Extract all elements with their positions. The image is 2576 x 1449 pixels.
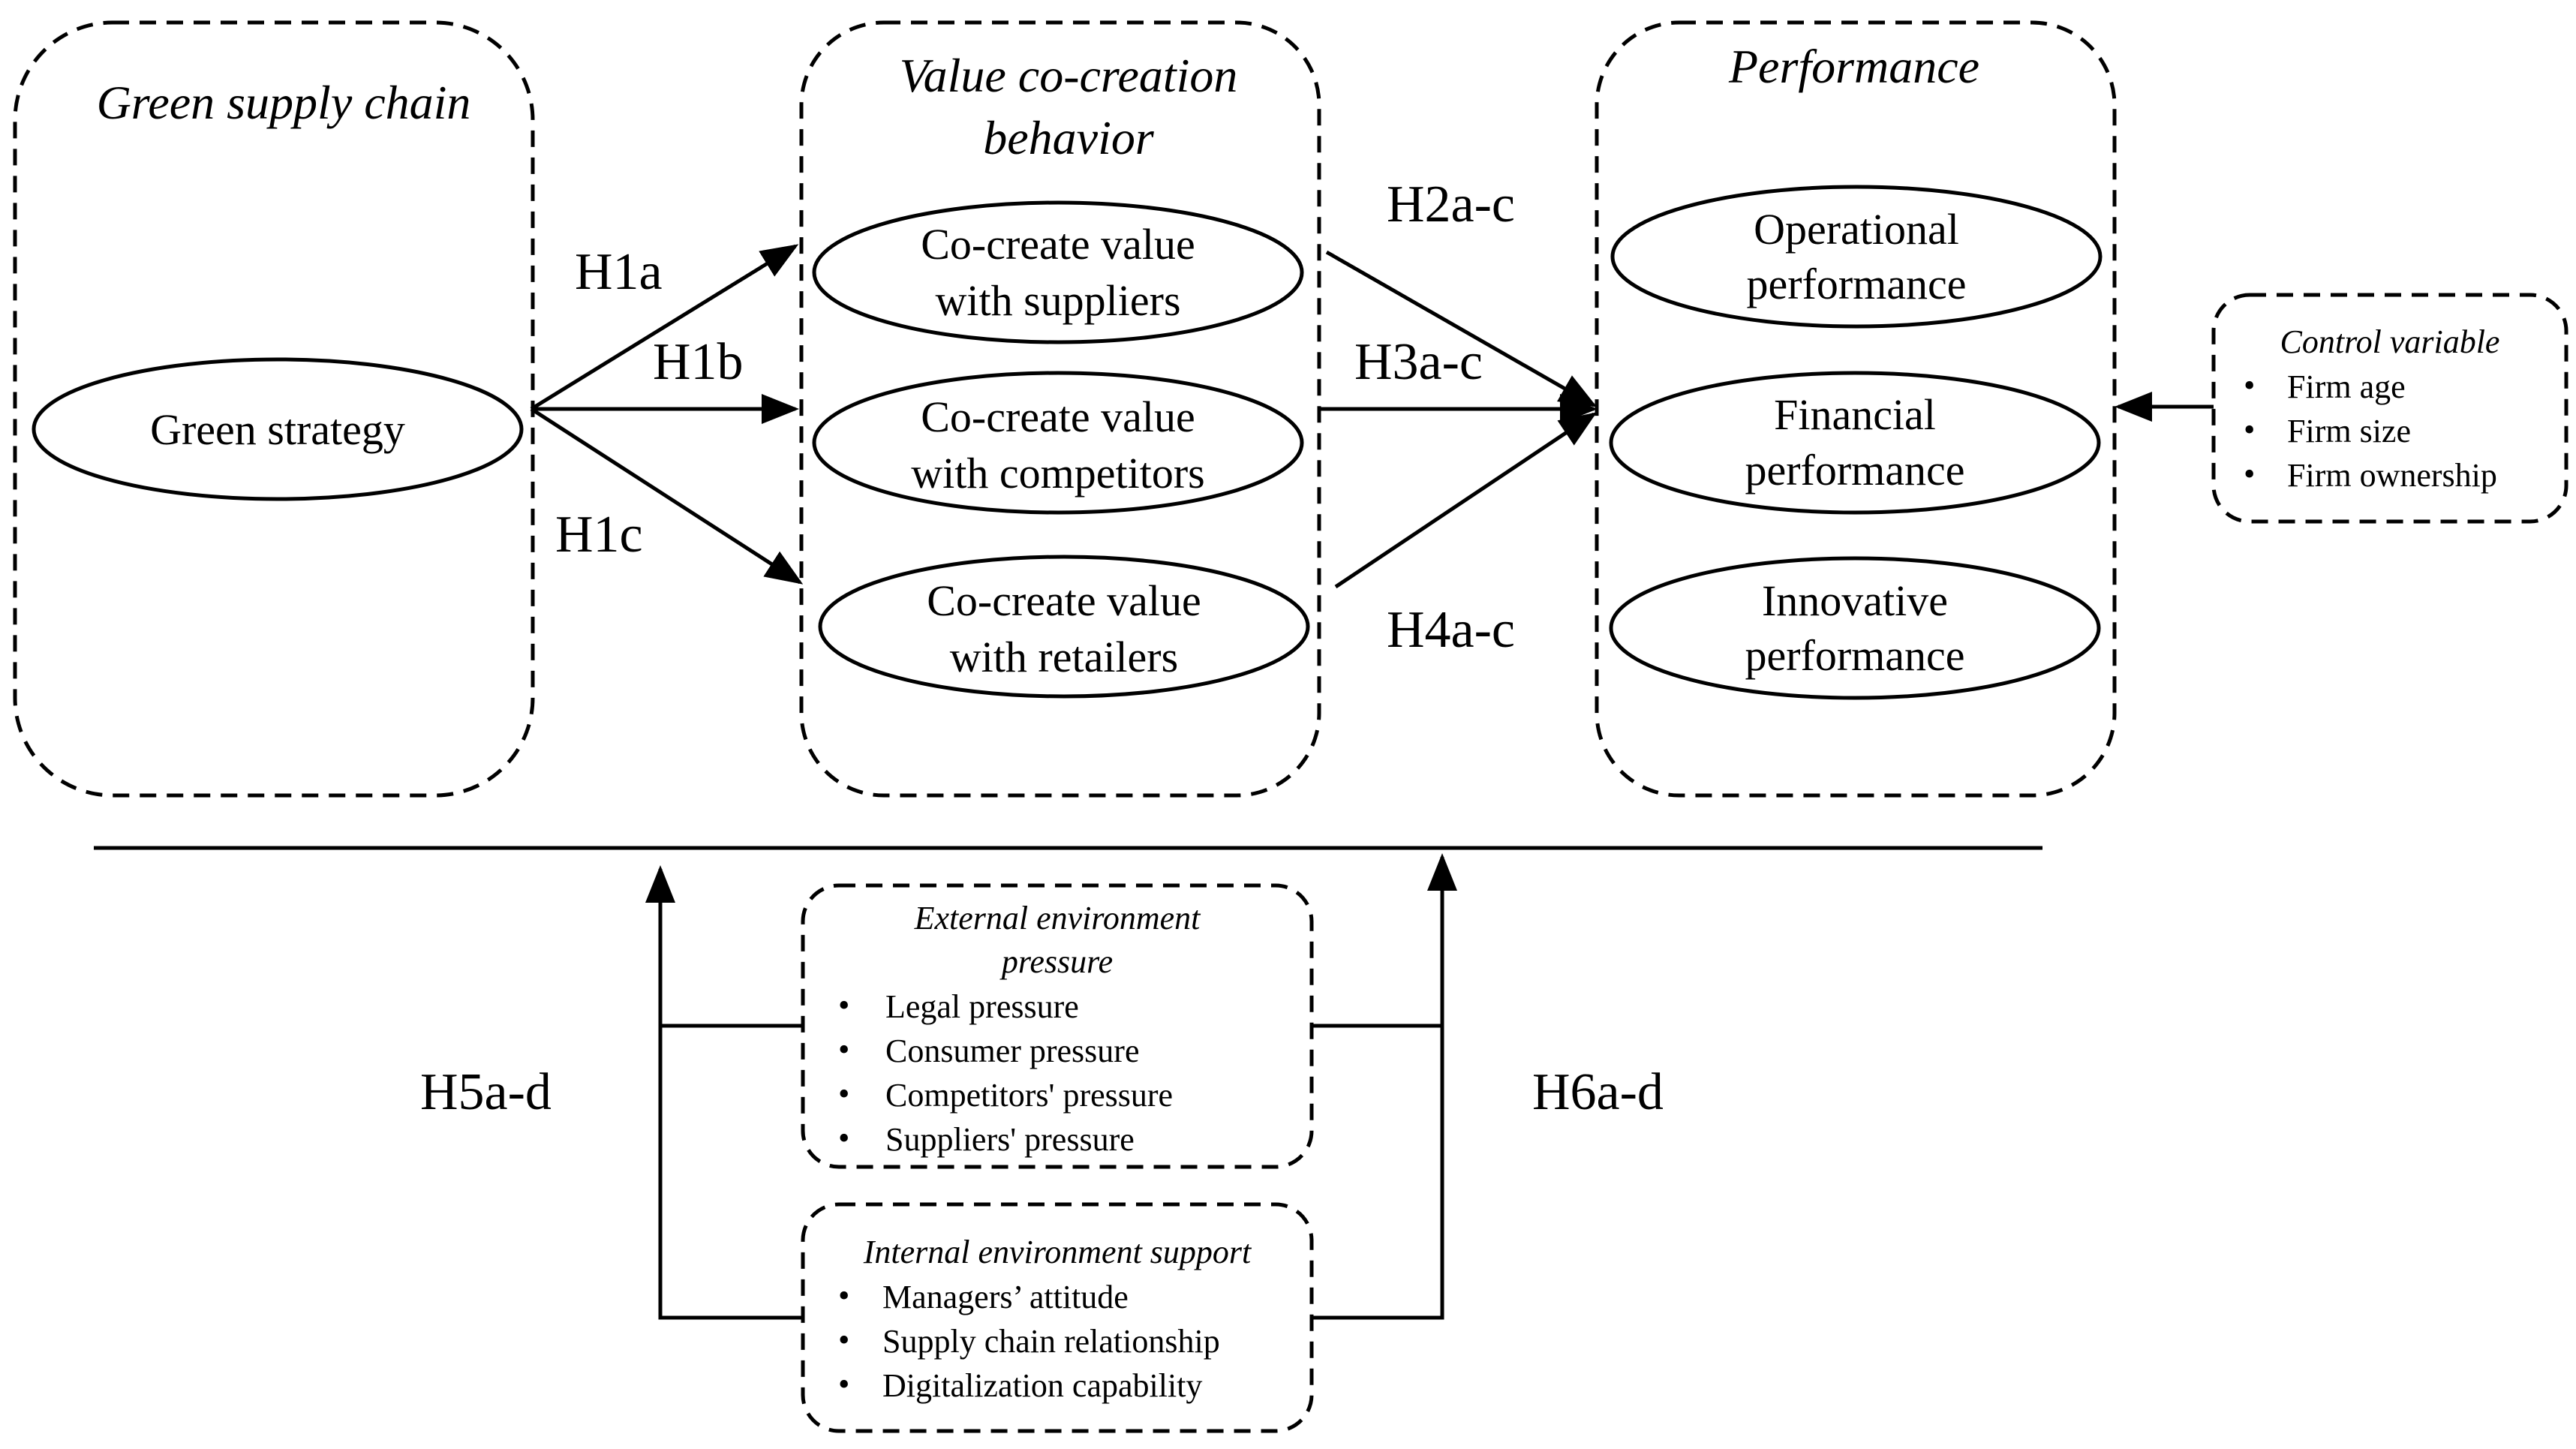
h1a-label: H1a bbox=[575, 243, 663, 301]
control-bullet-2: • bbox=[2244, 411, 2255, 448]
external-title-line1: External environment bbox=[914, 900, 1202, 936]
control-variable-title: Control variable bbox=[2280, 323, 2500, 360]
retailers-label-line1: Co-create value bbox=[927, 576, 1201, 625]
retailers-node bbox=[818, 555, 1310, 699]
h4-label: H4a-c bbox=[1387, 601, 1515, 659]
external-bullet-4: • bbox=[838, 1120, 849, 1156]
value-cocreation-title-line2: behavior bbox=[983, 111, 1155, 164]
h1c-label: H1c bbox=[555, 506, 643, 564]
financial-label-line1: Financial bbox=[1774, 390, 1936, 439]
suppliers-label-line1: Co-create value bbox=[921, 220, 1195, 269]
internal-item-3: Digitalization capability bbox=[882, 1367, 1202, 1404]
competitors-label-line2: with competitors bbox=[911, 449, 1204, 498]
h1b-label: H1b bbox=[653, 333, 744, 391]
financial-label-line2: performance bbox=[1745, 446, 1964, 495]
financial-node bbox=[1609, 371, 2101, 515]
suppliers-label-line2: with suppliers bbox=[935, 276, 1180, 325]
control-bullet-3: • bbox=[2244, 455, 2255, 492]
h3-label: H3a-c bbox=[1354, 333, 1483, 391]
operational-label-line2: performance bbox=[1746, 260, 1966, 308]
internal-title: Internal environment support bbox=[863, 1234, 1252, 1270]
external-title-line2: pressure bbox=[999, 943, 1113, 980]
value-cocreation-box bbox=[799, 20, 1321, 798]
green-strategy-node bbox=[32, 357, 524, 501]
h4-arrow bbox=[1334, 412, 1598, 589]
h2-label: H2a-c bbox=[1387, 176, 1515, 233]
h5-connector bbox=[658, 1024, 803, 1320]
suppliers-node bbox=[812, 200, 1304, 344]
h6-connector bbox=[1312, 1024, 1444, 1320]
innovative-node bbox=[1609, 556, 2101, 700]
operational-node bbox=[1610, 185, 2103, 329]
h2-arrow bbox=[1325, 250, 1598, 407]
external-item-3: Competitors' pressure bbox=[885, 1077, 1173, 1114]
operational-label-line1: Operational bbox=[1754, 205, 1959, 254]
h5-label: H5a-d bbox=[420, 1063, 552, 1121]
innovative-label-line1: Innovative bbox=[1762, 576, 1948, 625]
h1a-arrow bbox=[530, 244, 799, 411]
control-bullet-1: • bbox=[2244, 367, 2255, 404]
internal-bullet-3: • bbox=[838, 1366, 849, 1402]
innovative-label-line2: performance bbox=[1745, 631, 1964, 680]
internal-item-2: Supply chain relationship bbox=[882, 1323, 1220, 1360]
green-supply-chain-title: Green supply chain bbox=[97, 76, 471, 129]
competitors-label-line1: Co-create value bbox=[921, 392, 1195, 441]
external-item-2: Consumer pressure bbox=[885, 1033, 1140, 1069]
green-strategy-label: Green strategy bbox=[150, 405, 405, 454]
control-item-1: Firm age bbox=[2287, 368, 2406, 405]
retailers-label-line2: with retailers bbox=[950, 633, 1178, 681]
internal-bullet-2: • bbox=[838, 1321, 849, 1358]
external-bullet-3: • bbox=[838, 1075, 849, 1112]
competitors-node bbox=[812, 371, 1304, 515]
control-variable-box bbox=[2211, 293, 2568, 524]
control-item-2: Firm size bbox=[2287, 413, 2411, 449]
performance-title: Performance bbox=[1728, 40, 1979, 93]
external-bullet-2: • bbox=[838, 1031, 849, 1068]
external-item-1: Legal pressure bbox=[885, 988, 1079, 1025]
internal-bullet-1: • bbox=[838, 1277, 849, 1314]
internal-item-1: Managers’ attitude bbox=[882, 1279, 1129, 1315]
external-bullet-1: • bbox=[838, 987, 849, 1024]
external-item-4: Suppliers' pressure bbox=[885, 1121, 1135, 1158]
control-item-3: Firm ownership bbox=[2287, 457, 2497, 494]
h1c-arrow bbox=[530, 407, 804, 585]
value-cocreation-title-line1: Value co-creation bbox=[900, 49, 1238, 102]
h6-label: H6a-d bbox=[1532, 1063, 1664, 1121]
